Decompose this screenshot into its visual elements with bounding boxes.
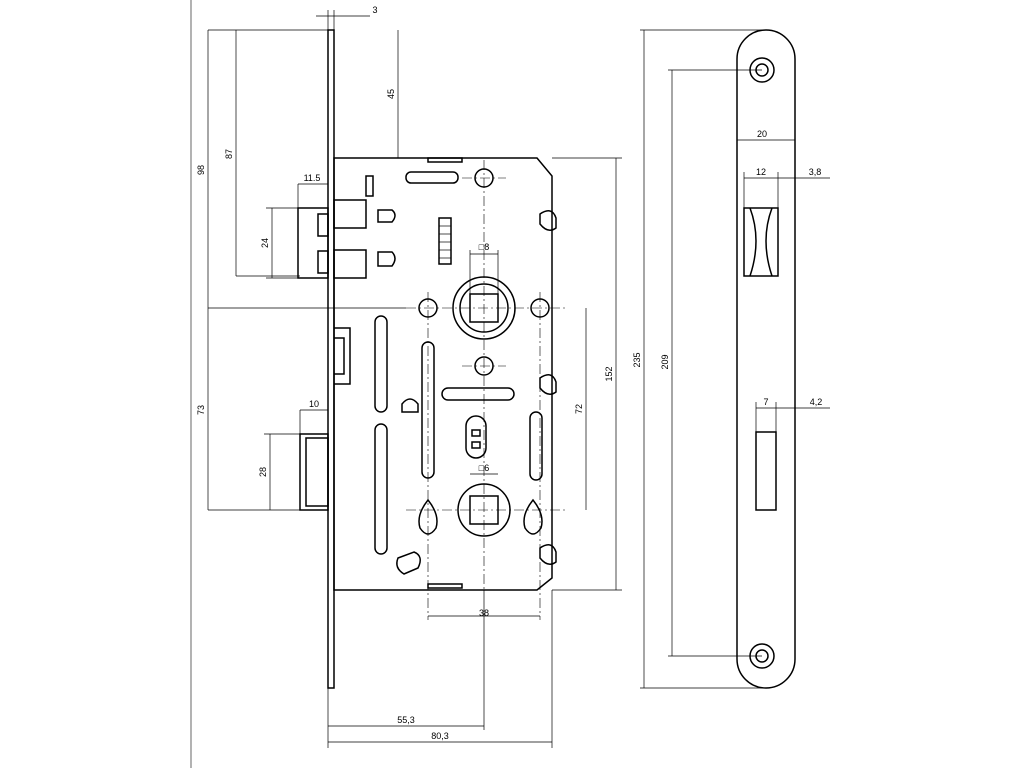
dim-label-backset: 55,3 [397,715,415,725]
dim-label-bolt-slot-width: 7 [763,397,768,407]
dim-label-bolt-slot-offset: 4,2 [810,397,823,407]
dim-label-bolt-height: 28 [258,467,268,477]
dim-label-hole-spacing: 209 [660,354,670,369]
dimension-labels: 3 45 87 98 11.5 24 □8 152 235 209 73 10 … [196,5,822,741]
lock-case [333,157,553,591]
right-hook-2 [539,374,557,395]
dim-label-top-to-latch: 87 [224,149,234,159]
dim-label-spindle-square: □6 [479,463,489,473]
case-top-notch [427,157,463,163]
faceplate-outline [736,29,796,689]
latch-bolt [297,175,396,279]
dimension-lines [207,10,622,748]
right-hook-3 [539,544,557,565]
bolt-opening [755,431,777,511]
case-bottom-notch [427,583,463,589]
faceplate-dimension-lines [640,29,830,689]
lock-body-side-view [297,29,557,689]
center-cam [465,415,487,459]
dim-label-top-to-follower: 98 [196,165,206,175]
bottom-left-hook [396,551,421,575]
small-stop [401,398,419,413]
center-lines [406,160,565,620]
dim-label-case-depth: 80,3 [431,731,449,741]
faceplate [327,29,335,689]
right-hook-1 [539,210,557,231]
dim-label-bolt-projection: 10 [309,399,319,409]
vertical-slot-1 [374,315,388,413]
dim-label-faceplate-thickness: 3 [372,5,377,15]
latch-opening [743,207,779,277]
dim-label-follower-to-bolt: 73 [196,405,206,415]
dim-label-faceplate-width: 20 [757,129,767,139]
dim-label-latch-slot-width: 12 [756,167,766,177]
dim-label-follower-to-spindle: 72 [574,404,584,414]
side-hook [334,327,351,385]
dead-bolt [299,433,329,511]
dim-label-latch-slot-offset: 3,8 [809,167,822,177]
vertical-slot-4 [529,411,543,481]
top-slot [405,171,459,184]
horizontal-slot [441,387,515,401]
dim-label-top-to-case: 45 [386,89,396,99]
teardrop-hole-right [523,498,543,535]
dim-label-follower-square: □8 [479,242,489,252]
dim-label-latch-projection: 11.5 [304,173,321,183]
dim-label-fixing-spacing: 38 [479,608,489,618]
dim-label-faceplate-length: 235 [632,352,642,367]
vertical-slot-2 [374,423,388,555]
spring-stack [438,217,452,265]
dim-label-latch-height: 24 [260,238,270,248]
dim-label-case-height: 152 [604,366,614,381]
